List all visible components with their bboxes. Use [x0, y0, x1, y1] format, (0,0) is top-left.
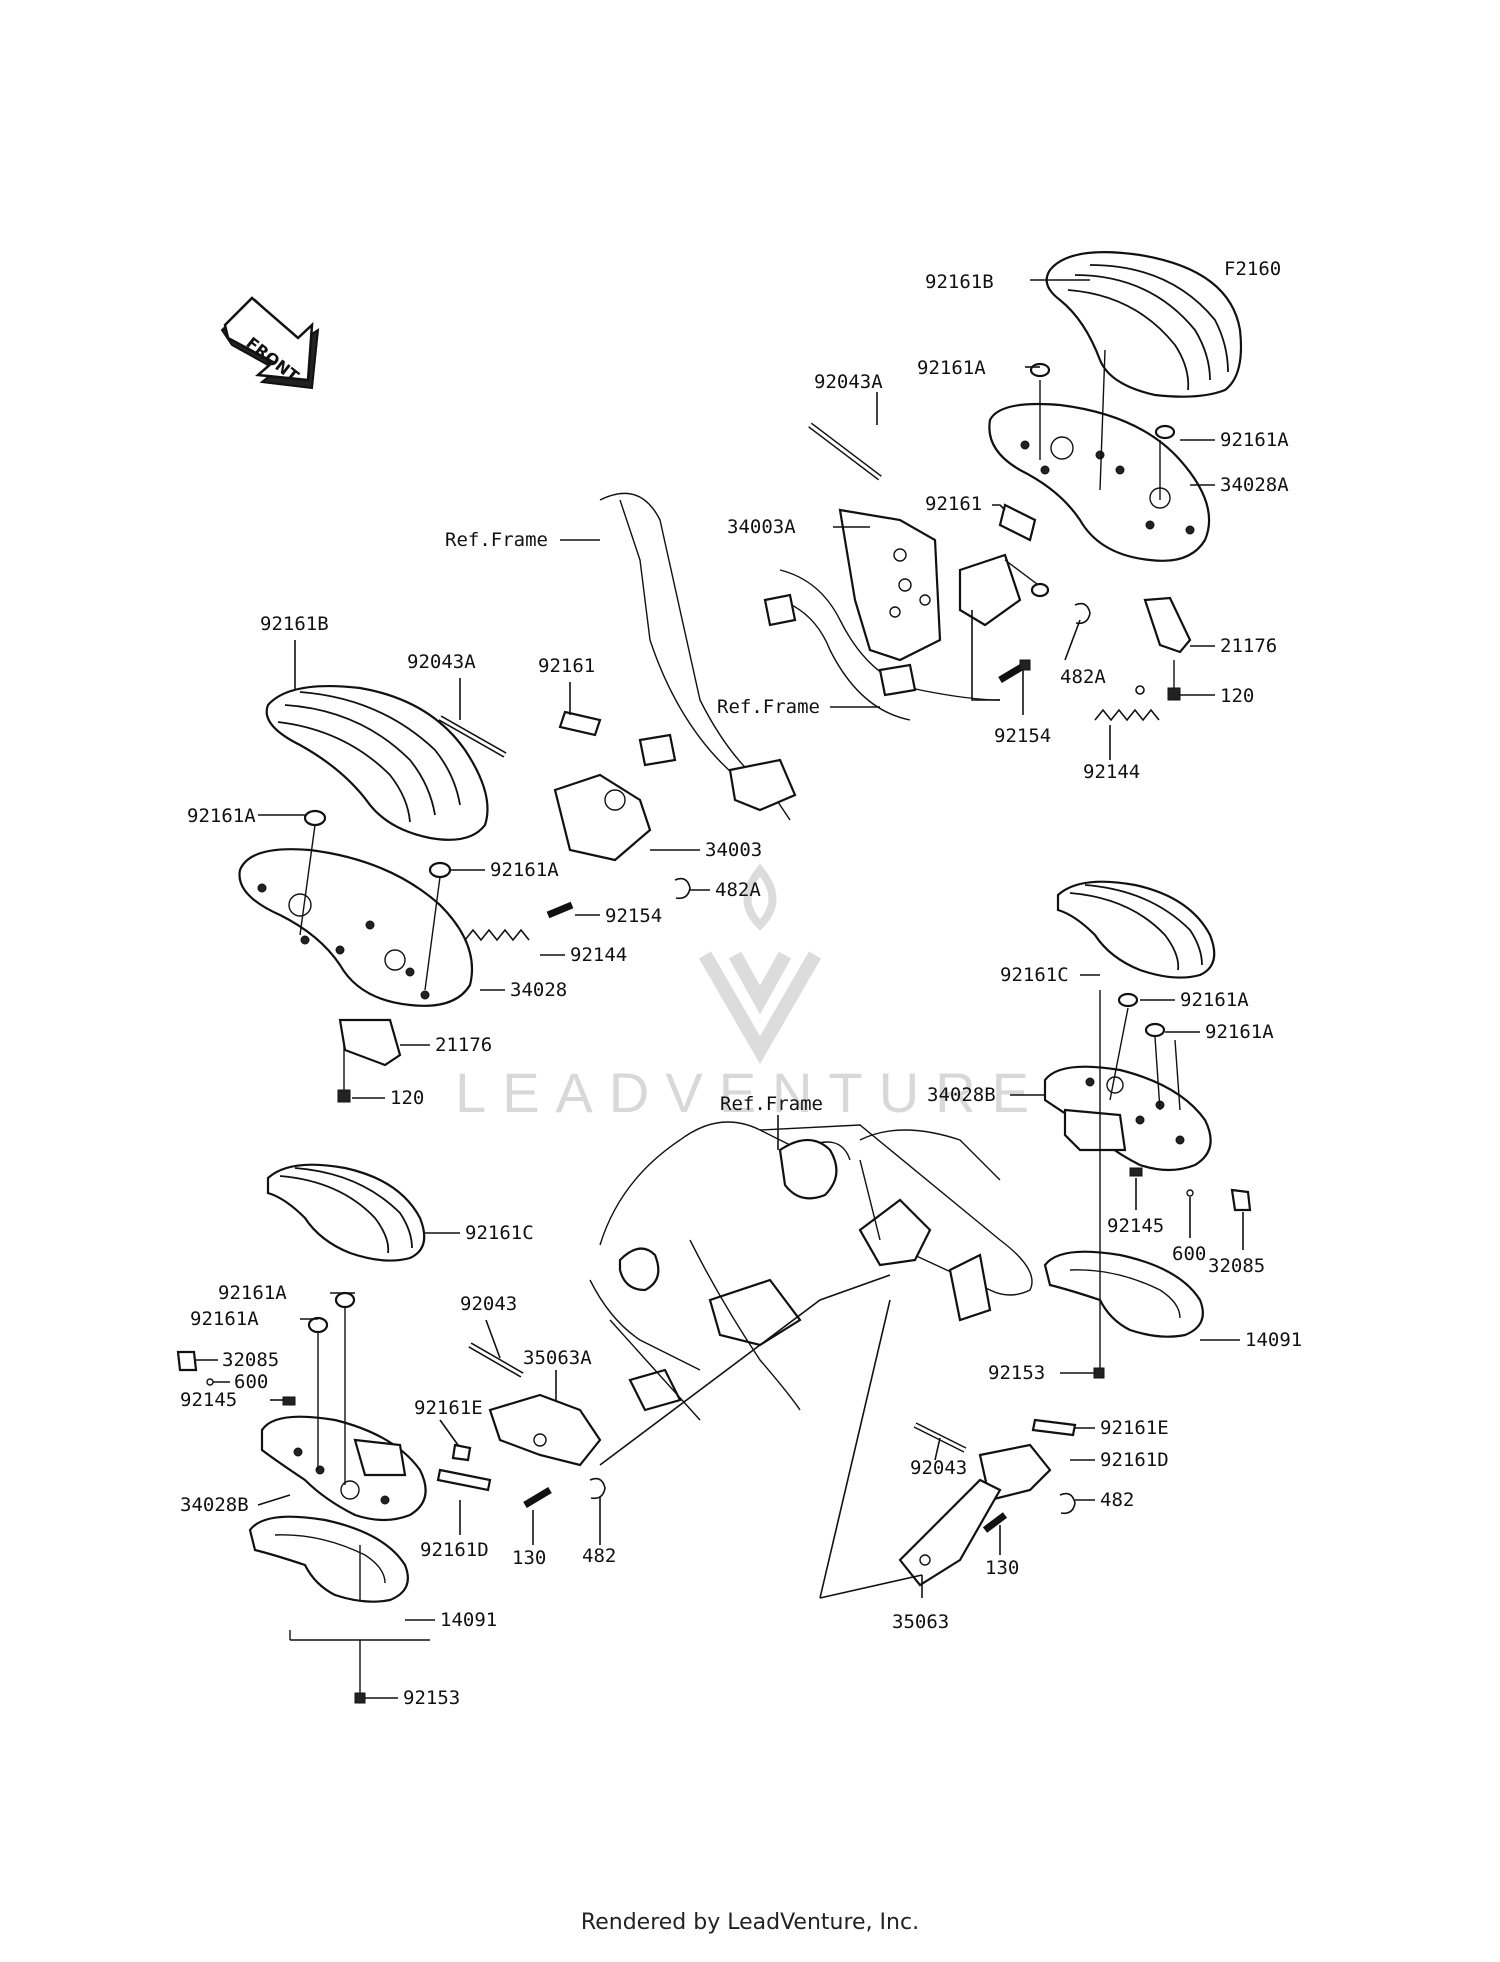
footer-credit: Rendered by LeadVenture, Inc.: [580, 1910, 920, 1935]
label-92161A: 92161A: [190, 1308, 259, 1330]
label-35063: 35063: [892, 1611, 949, 1633]
label-92154: 92154: [605, 905, 662, 927]
label-92161A: 92161A: [218, 1282, 287, 1304]
label-92153: 92153: [403, 1687, 460, 1709]
label-35063A: 35063A: [523, 1347, 592, 1369]
label-92161A: 92161A: [1220, 429, 1289, 451]
label-92161B: 92161B: [925, 271, 994, 293]
watermark-logo: [698, 863, 822, 1064]
center-frame: [589, 1121, 1033, 1421]
label-92161A: 92161A: [1205, 1021, 1274, 1043]
bottom-left-assembly: [176, 1163, 430, 1704]
label-92161A: 92161A: [187, 805, 256, 827]
label-120: 120: [390, 1087, 424, 1109]
watermark-text: LEADVENTURE: [455, 1061, 1045, 1124]
label-482: 482: [582, 1545, 616, 1567]
label-14091: 14091: [440, 1609, 497, 1631]
label-34028: 34028: [510, 979, 567, 1001]
label-92161A: 92161A: [1180, 989, 1249, 1011]
top-right-assembly: [763, 251, 1243, 722]
label-34028B: 34028B: [180, 1494, 249, 1516]
label-92145: 92145: [1107, 1215, 1164, 1237]
label-21176: 21176: [1220, 635, 1277, 657]
label-130: 130: [985, 1557, 1019, 1579]
label-92144: 92144: [570, 944, 627, 966]
label-92161A: 92161A: [917, 357, 986, 379]
label-14091: 14091: [1245, 1329, 1302, 1351]
label-32085: 32085: [222, 1349, 279, 1371]
label-92161A: 92161A: [490, 859, 559, 881]
label-482A: 482A: [715, 879, 761, 901]
label-34028A: 34028A: [1220, 474, 1289, 496]
label-ref-frame: Ref.Frame: [717, 696, 820, 718]
label-482A: 482A: [1060, 666, 1106, 688]
label-92161C: 92161C: [1000, 964, 1069, 986]
label-34028B: 34028B: [927, 1084, 996, 1106]
label-600: 600: [1172, 1243, 1206, 1265]
label-92161E: 92161E: [414, 1397, 483, 1419]
label-92161D: 92161D: [420, 1539, 489, 1561]
label-92043A: 92043A: [407, 651, 476, 673]
left-middle-assembly: [238, 492, 797, 1103]
label-92161B: 92161B: [260, 613, 329, 635]
label-ref-frame: Ref.Frame: [445, 529, 548, 551]
label-34003A: 34003A: [727, 516, 796, 538]
label-92144: 92144: [1083, 761, 1140, 783]
label-482: 482: [1100, 1489, 1134, 1511]
label-92043A: 92043A: [814, 371, 883, 393]
label-600: 600: [234, 1371, 268, 1393]
part-labels: 92161B 92161A 92043A 92161A 34028A 34003…: [180, 271, 1302, 1709]
label-34003: 34003: [705, 839, 762, 861]
label-92043: 92043: [910, 1457, 967, 1479]
label-92161C: 92161C: [465, 1222, 534, 1244]
label-92145: 92145: [180, 1389, 237, 1411]
right-middle-assembly: [1043, 880, 1252, 1379]
label-92161: 92161: [538, 655, 595, 677]
label-92154: 92154: [994, 725, 1051, 747]
diagram-code: F2160: [1224, 258, 1281, 280]
bottom-brackets: [436, 1342, 1077, 1587]
label-32085: 32085: [1208, 1255, 1265, 1277]
label-92153: 92153: [988, 1362, 1045, 1384]
label-120: 120: [1220, 685, 1254, 707]
label-92161: 92161: [925, 493, 982, 515]
label-92161E: 92161E: [1100, 1417, 1169, 1439]
front-arrow-icon: FRONT: [220, 296, 320, 390]
label-ref-frame: Ref.Frame: [720, 1093, 823, 1115]
label-130: 130: [512, 1547, 546, 1569]
label-21176: 21176: [435, 1034, 492, 1056]
leader-lines: [196, 279, 1244, 1699]
label-92161D: 92161D: [1100, 1449, 1169, 1471]
label-92043: 92043: [460, 1293, 517, 1315]
